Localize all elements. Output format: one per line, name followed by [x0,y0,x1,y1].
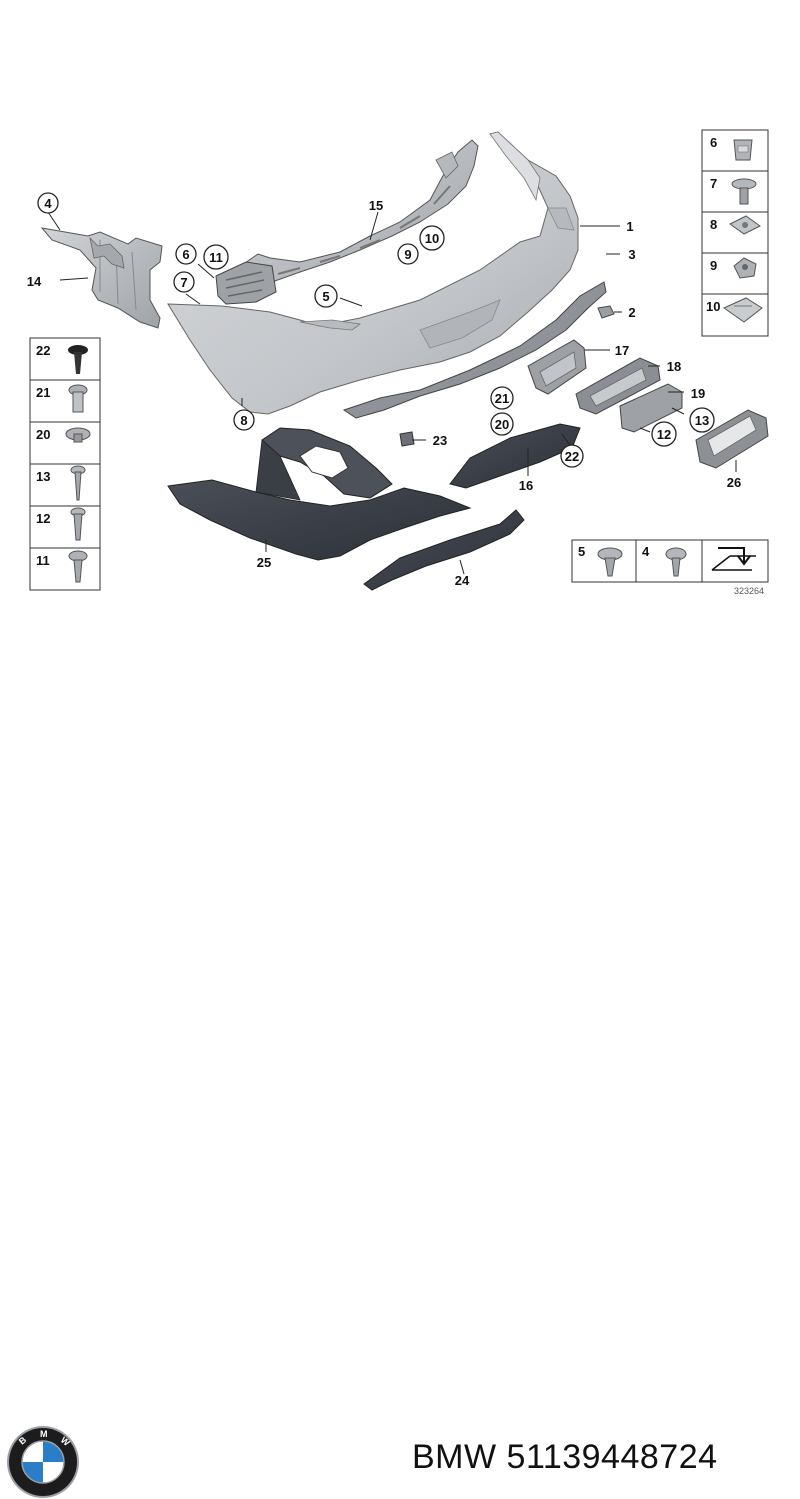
side-bracket-part [40,227,163,329]
callout-17: 17 [615,343,629,358]
screw-icon-21 [68,384,88,413]
callout-25: 25 [257,555,271,570]
flange-screw-icon [65,427,91,443]
hex-screw-icon [68,550,88,583]
fastener-label-5: 5 [578,544,585,559]
screw-icon-12 [70,507,86,541]
bmw-logo: B M W [7,1426,79,1498]
callout-20: 20 [495,417,509,432]
assembly-symbol-icon [711,547,756,571]
footer: B M W BMW 51139448724 [0,700,800,1498]
right-fastener-panel: 6 7 8 9 10 [701,129,769,337]
speed-nut-icon [729,215,761,235]
callout-6: 6 [182,247,189,262]
callout-22: 22 [565,449,579,464]
fastener-label-4: 4 [642,544,650,559]
plastic-nut-icon [733,257,757,279]
fastener-label-21: 21 [36,385,50,400]
reference-number: 323264 [734,586,764,596]
callout-10: 10 [425,231,439,246]
callout-9: 9 [404,247,411,262]
callout-5: 5 [322,289,329,304]
plate-holder-part [575,357,661,415]
callout-12: 12 [657,427,671,442]
underbody-cover-16-part [449,423,581,489]
callout-1: 1 [626,219,633,234]
callout-13: 13 [695,413,709,428]
callout-23: 23 [433,433,447,448]
callout-21: 21 [495,391,509,406]
fastener-label-7: 7 [710,176,717,191]
callout-19: 19 [691,386,705,401]
fastener-label-9: 9 [710,258,717,273]
callout-24: 24 [455,573,470,588]
diffuser-strip-part [342,281,607,419]
fastener-label-10: 10 [706,299,720,314]
push-rivet-icon [68,345,88,374]
callout-3: 3 [628,247,635,262]
clip-nut-icon [733,139,753,161]
callout-11: 11 [209,250,223,265]
callout-2: 2 [628,305,635,320]
clip-part-23 [399,431,415,447]
clip-part-2 [597,305,615,319]
clamp-nut-icon [722,297,763,323]
fastener-label-8: 8 [710,217,717,232]
fastener-label-22: 22 [36,343,50,358]
leader-lines [47,211,737,575]
callout-labels: 4 14 15 1 3 2 17 18 19 23 16 26 25 24 6 … [27,192,741,588]
svg-text:M: M [40,1429,48,1439]
plate-frame-part [695,409,769,469]
parts-diagram: 4 14 15 1 3 2 17 18 19 23 16 26 25 24 6 … [27,129,769,596]
collar-screw-icon [665,547,687,577]
fastener-label-6: 6 [710,135,717,150]
left-fastener-panel: 22 21 20 13 12 11 [29,337,101,591]
underbody-panel-25-part [167,427,472,561]
callout-18: 18 [667,359,681,374]
fastener-label-12: 12 [36,511,50,526]
fastener-label-13: 13 [36,469,50,484]
bumper-cover-part [167,131,579,415]
bottom-fastener-panel: 5 4 323264 [571,539,769,596]
callout-4: 4 [44,196,52,211]
license-bracket-part [527,339,587,395]
underbody-strip-24-part [363,509,525,591]
part-number-caption: BMW 51139448724 [412,1438,718,1476]
callout-16: 16 [519,478,533,493]
callout-8: 8 [240,413,247,428]
callout-14: 14 [27,274,42,289]
reflector-part [215,261,277,305]
expanding-clip-icon [597,547,623,577]
plate-part [619,383,683,433]
self-tapping-screw-icon [70,465,86,501]
fastener-label-11: 11 [36,553,50,568]
expanding-rivet-icon [731,178,757,205]
callout-7: 7 [180,275,187,290]
callout-15: 15 [369,198,383,213]
callout-26: 26 [727,475,741,490]
fastener-label-20: 20 [36,427,50,442]
